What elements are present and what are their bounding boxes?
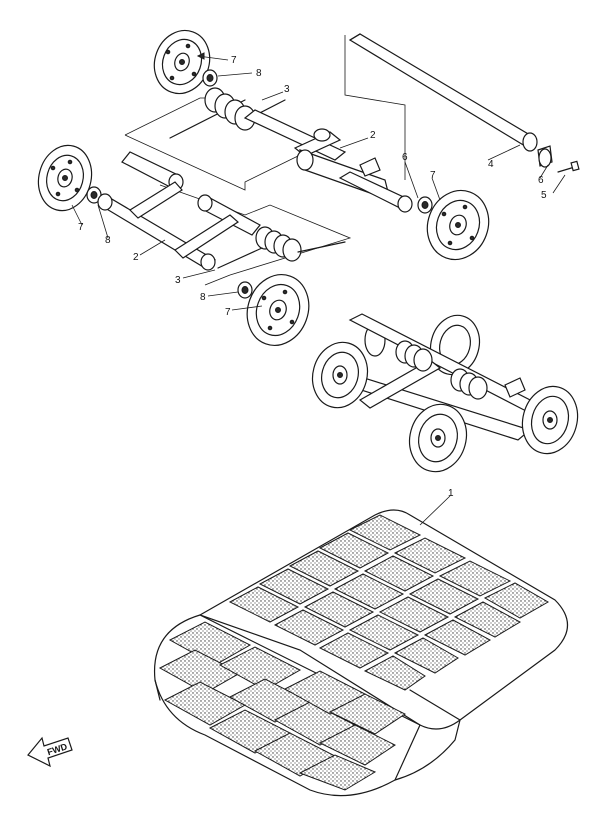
label-part-7: 7 [430,170,436,181]
label-part-7: 7 [231,55,237,66]
label-part-6: 6 [538,175,544,186]
label-part-7: 7 [225,307,231,318]
part-8-bushing-right [417,196,433,214]
label-part-7: 7 [78,222,84,233]
label-part-2: 2 [133,252,139,263]
label-part-1: 1 [448,488,454,499]
part-7-wheel-top [153,29,211,95]
label-part-2: 2 [370,130,376,141]
part-6-end-cap [537,145,553,168]
part-1-track-belt [153,509,569,797]
assembled-suspension [311,313,579,473]
label-part-5: 5 [541,190,547,201]
part-7-wheel-right [426,189,490,261]
part-2-swing-arm-left [97,151,261,271]
part-2-swing-arm-right [243,109,413,213]
label-part-6: 6 [402,152,408,163]
part-3-spring-bottom [217,226,346,269]
label-part-3: 3 [284,84,290,95]
leader-lines [71,52,566,526]
part-3-spring-top [169,87,286,139]
part-7-wheel-bottom [246,274,310,346]
part-7-wheel-left [37,144,93,212]
part-8-bushing-bottom [237,281,253,299]
fwd-direction-arrow: FWD [27,736,73,768]
label-part-8: 8 [105,235,111,246]
label-part-3: 3 [175,275,181,286]
label-part-8: 8 [256,68,262,79]
label-part-4: 4 [488,159,494,170]
part-4-rear-shaft [344,33,538,180]
part-5-bolt [557,160,580,173]
part-8-bushing-top [202,69,218,87]
part-labels: 7 8 3 2 4 6 7 6 5 7 8 2 3 8 7 1 [78,55,547,499]
label-part-8: 8 [200,292,206,303]
